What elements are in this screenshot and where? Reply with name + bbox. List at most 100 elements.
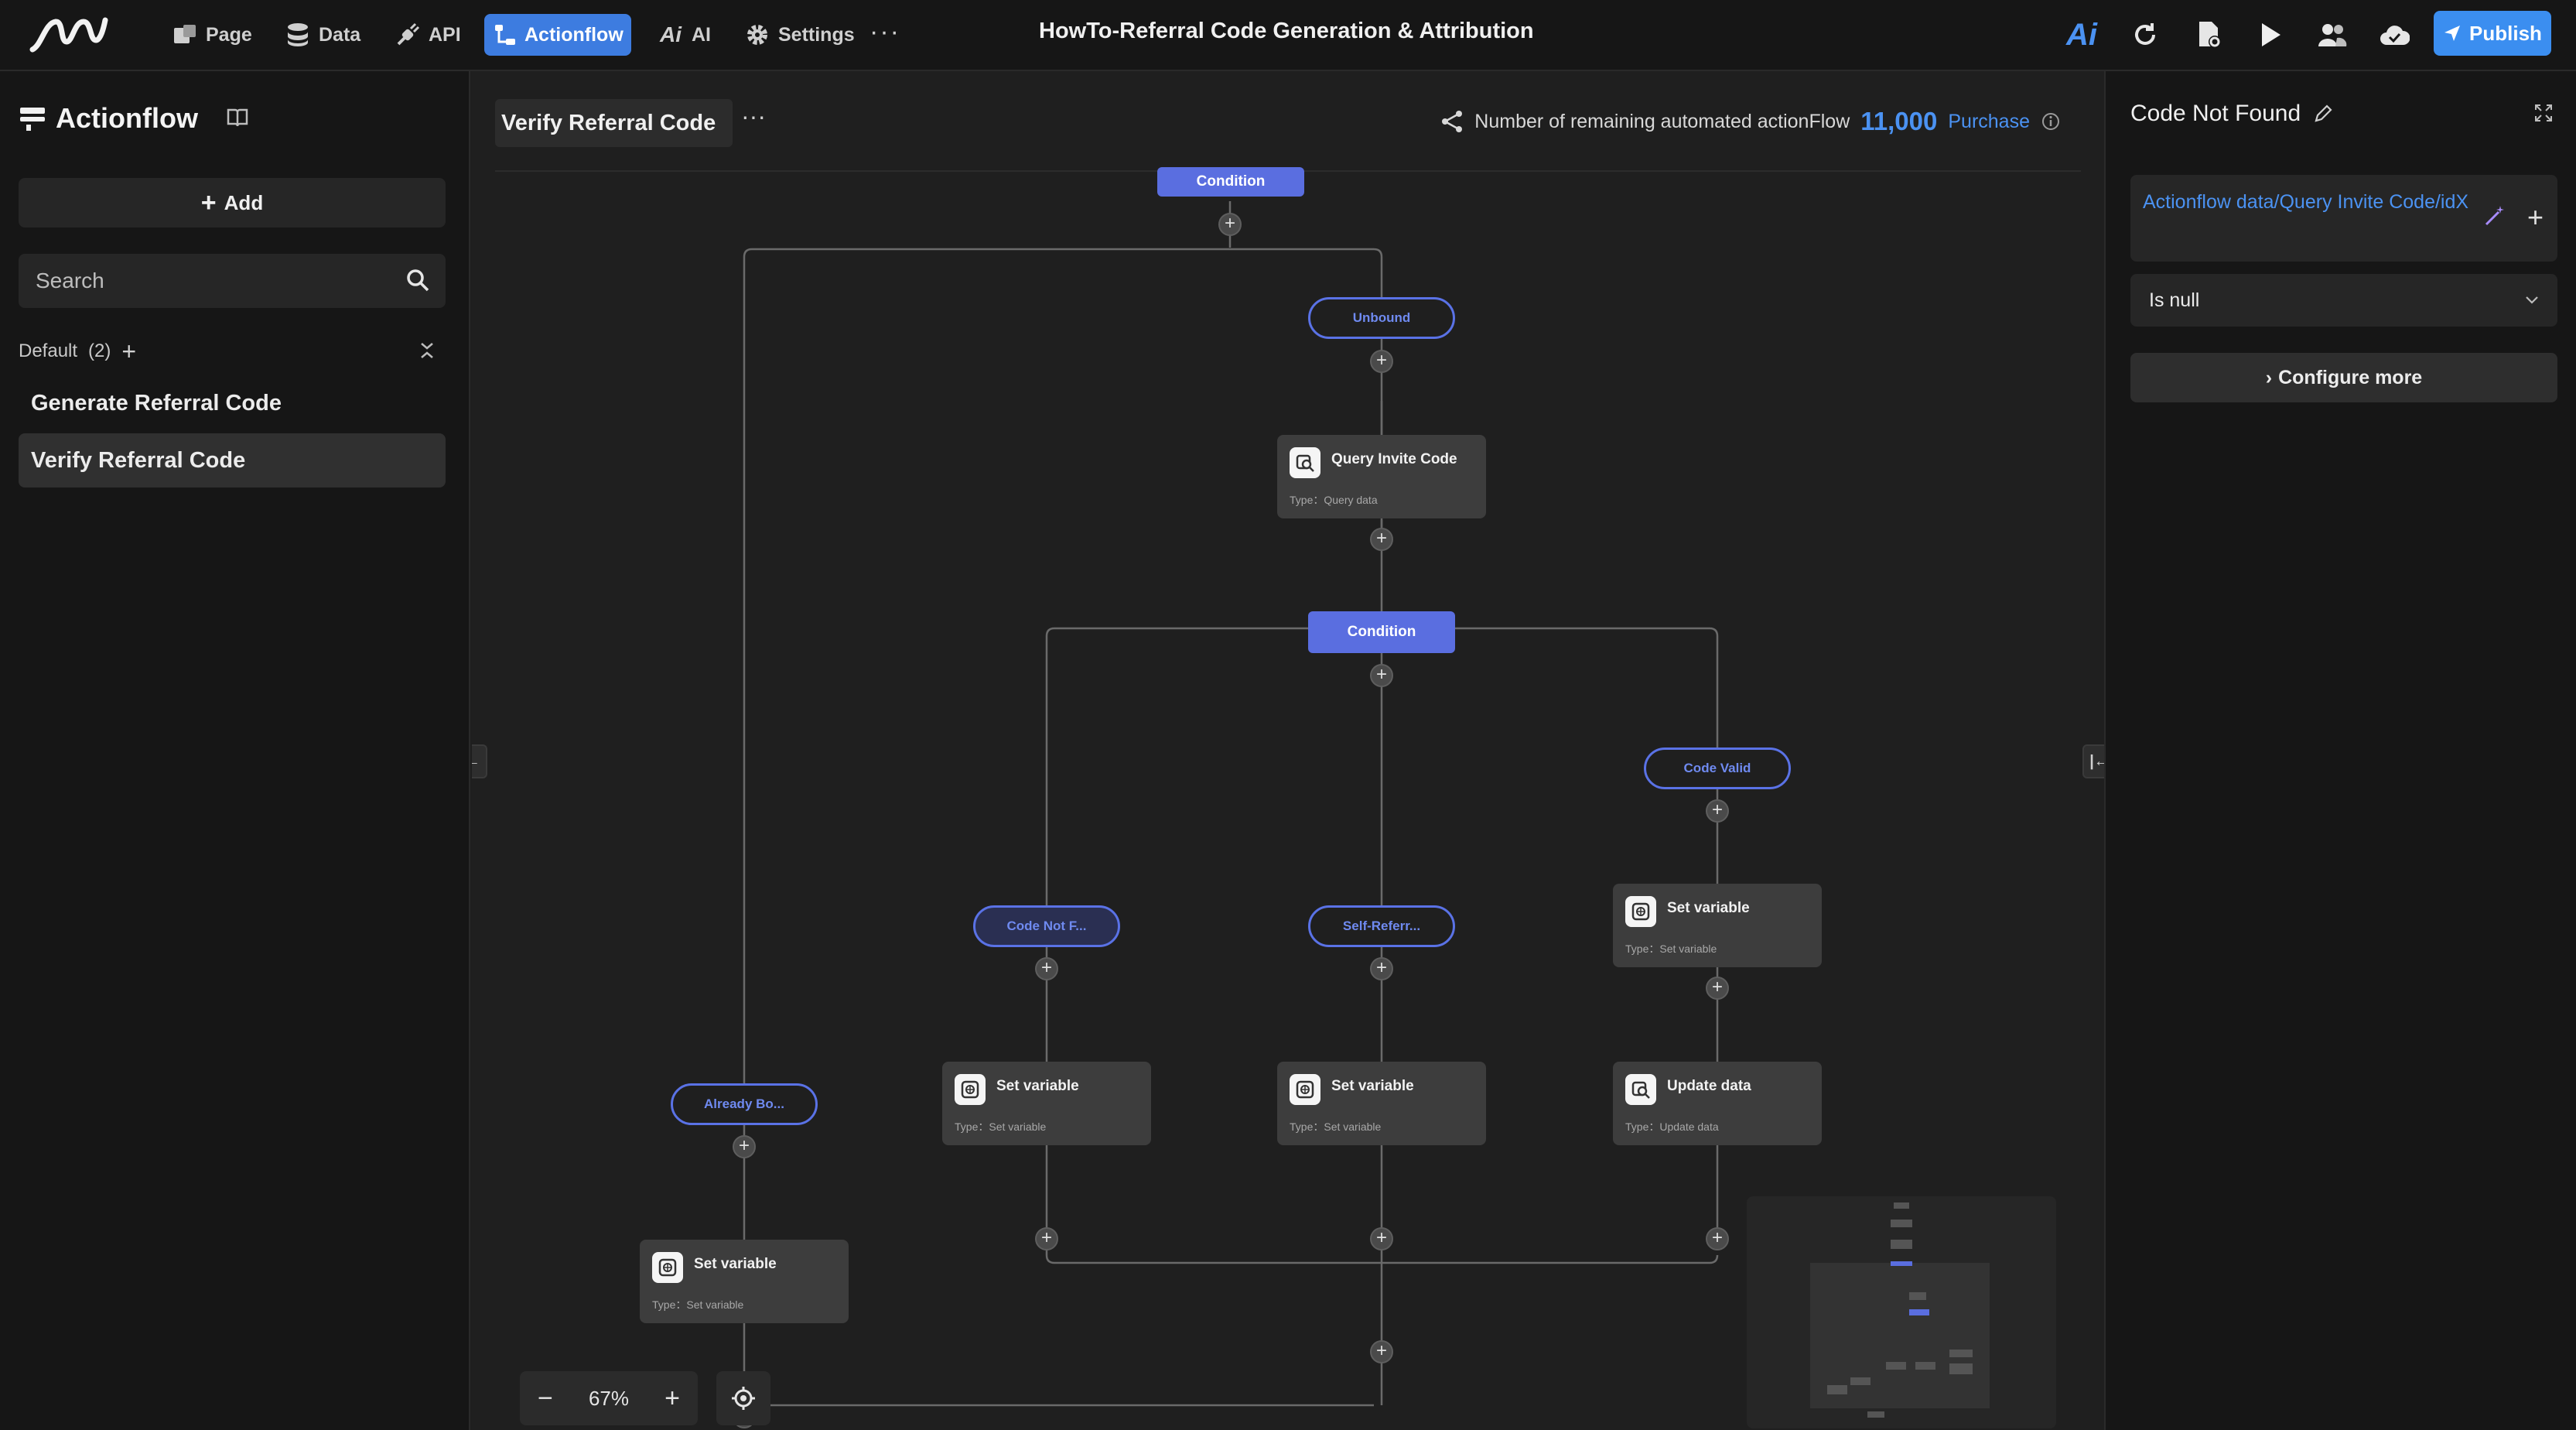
node-set-variable[interactable]: Set variable Type：Set variable xyxy=(1277,1062,1486,1145)
magic-wand-icon[interactable] xyxy=(2483,204,2506,231)
flow-item-verify-referral-code[interactable]: Verify Referral Code xyxy=(19,433,446,488)
locate-center-button[interactable] xyxy=(716,1371,770,1425)
info-icon[interactable] xyxy=(2041,111,2061,132)
ai-assistant-icon[interactable]: Ai xyxy=(2066,17,2097,52)
cloud-sync-icon[interactable] xyxy=(2376,17,2412,53)
flow-item-generate-referral-code[interactable]: Generate Referral Code xyxy=(19,376,446,430)
update-data-icon xyxy=(1625,1074,1656,1105)
nav-api-label: API xyxy=(429,23,461,46)
node-update-data[interactable]: Update data Type：Update data xyxy=(1613,1062,1822,1145)
docs-book-icon[interactable] xyxy=(226,107,249,132)
branch-already-bound[interactable]: Already Bo... xyxy=(671,1083,818,1125)
operator-select[interactable]: Is null xyxy=(2130,274,2557,327)
add-step-plus[interactable]: + xyxy=(1370,350,1393,373)
condition-field[interactable]: Actionflow data/Query Invite Code/idX + xyxy=(2130,175,2557,262)
condition-node[interactable]: Condition xyxy=(1308,611,1455,653)
configure-more-label: Configure more xyxy=(2278,366,2423,388)
minimap-block xyxy=(1827,1385,1847,1394)
operator-value: Is null xyxy=(2149,289,2200,311)
node-title: Set variable xyxy=(996,1078,1079,1094)
ai-icon: Ai xyxy=(660,22,682,46)
nav-settings[interactable]: Settings xyxy=(735,14,864,56)
sidebar-title: Actionflow xyxy=(20,102,198,135)
node-set-variable[interactable]: Set variable Type：Set variable xyxy=(1613,884,1822,967)
add-step-plus[interactable]: + xyxy=(1706,977,1729,1000)
collaborators-icon[interactable] xyxy=(2315,17,2350,53)
document-settings-icon[interactable] xyxy=(2191,17,2226,53)
zoom-control: − 67% + xyxy=(520,1371,698,1425)
minimap[interactable] xyxy=(1747,1196,2056,1428)
add-step-plus[interactable]: + xyxy=(1035,957,1058,980)
minimap-block xyxy=(1867,1411,1884,1418)
add-step-plus[interactable]: + xyxy=(1370,957,1393,980)
add-step-plus[interactable]: + xyxy=(1706,799,1729,823)
app-logo[interactable] xyxy=(28,11,108,57)
gear-icon xyxy=(744,22,770,48)
node-set-variable[interactable]: Set variable Type：Set variable xyxy=(942,1062,1151,1145)
purchase-link[interactable]: Purchase xyxy=(1948,110,2030,132)
add-step-plus[interactable]: + xyxy=(1035,1227,1058,1250)
nav-more-button[interactable]: ··· xyxy=(869,17,900,46)
actionflow-icon xyxy=(20,108,45,131)
publish-button[interactable]: Publish xyxy=(2434,11,2551,56)
branch-code-valid[interactable]: Code Valid xyxy=(1644,748,1791,789)
minimap-block xyxy=(1891,1220,1912,1227)
add-step-plus[interactable]: + xyxy=(1218,213,1242,236)
branch-code-not-found[interactable]: Code Not F... xyxy=(973,905,1120,947)
node-title: Set variable xyxy=(1667,900,1750,916)
current-flow-tab[interactable]: Verify Referral Code xyxy=(495,99,733,147)
branch-unbound[interactable]: Unbound xyxy=(1308,297,1455,339)
refresh-icon[interactable] xyxy=(2127,17,2163,53)
nav-page[interactable]: Page xyxy=(162,14,261,56)
actionflow-sidebar: Actionflow + Add Search Default (2) + Ge… xyxy=(0,71,470,1430)
zoom-out-button[interactable]: − xyxy=(538,1383,553,1413)
query-data-icon xyxy=(1290,447,1320,478)
collapse-left-panel-button[interactable]: |← xyxy=(472,744,487,778)
top-condition-node[interactable]: Condition xyxy=(1157,167,1304,197)
add-to-group-icon[interactable]: + xyxy=(121,337,137,365)
flow-tab-more-button[interactable]: ··· xyxy=(741,102,766,130)
collapse-right-panel-button[interactable]: |← xyxy=(2082,744,2104,778)
zoom-in-button[interactable]: + xyxy=(664,1383,680,1413)
nav-api[interactable]: API xyxy=(385,14,470,56)
node-query-invite-code[interactable]: Query Invite Code Type：Query data xyxy=(1277,435,1486,518)
add-step-plus[interactable]: + xyxy=(1706,1227,1729,1250)
minimap-viewport[interactable] xyxy=(1810,1263,1990,1408)
add-actionflow-button[interactable]: + Add xyxy=(19,178,446,228)
configure-more-button[interactable]: › Configure more xyxy=(2130,353,2557,402)
branch-self-referral[interactable]: Self-Referr... xyxy=(1308,905,1455,947)
nav-ai[interactable]: Ai AI xyxy=(648,14,720,56)
flow-group-default[interactable]: Default (2) + xyxy=(19,336,446,367)
remaining-label: Number of remaining automated actionFlow xyxy=(1474,110,1850,132)
search-input[interactable]: Search xyxy=(19,254,446,308)
plug-icon xyxy=(395,22,421,48)
node-type: Type：Set variable xyxy=(955,1120,1047,1133)
add-step-plus[interactable]: + xyxy=(1370,1227,1393,1250)
flow-icon xyxy=(494,22,517,48)
flow-canvas[interactable]: Verify Referral Code ··· Number of remai… xyxy=(472,71,2104,1430)
node-title: Query Invite Code xyxy=(1331,451,1457,467)
chevron-right-icon: › xyxy=(2265,366,2273,388)
preview-play-icon[interactable] xyxy=(2253,17,2288,53)
add-step-plus[interactable]: + xyxy=(1370,1340,1393,1363)
add-step-plus[interactable]: + xyxy=(1370,664,1393,687)
condition-path: Actionflow data/Query Invite Code/idX xyxy=(2143,191,2469,213)
nav-data[interactable]: Data xyxy=(275,14,370,56)
expand-icon[interactable] xyxy=(2533,102,2554,128)
send-icon xyxy=(2444,26,2461,41)
node-set-variable[interactable]: Set variable Type：Set variable xyxy=(640,1240,849,1323)
add-step-plus[interactable]: + xyxy=(1370,528,1393,551)
minimap-block xyxy=(1886,1362,1906,1370)
flow-item-label: Generate Referral Code xyxy=(31,390,282,416)
nav-settings-label: Settings xyxy=(778,23,855,46)
collapse-icon[interactable] xyxy=(418,340,436,366)
minimap-block xyxy=(1909,1309,1929,1315)
add-condition-icon[interactable]: + xyxy=(2526,201,2544,233)
node-config-panel: Code Not Found Actionflow data/Query Inv… xyxy=(2104,71,2576,1430)
nav-page-label: Page xyxy=(206,23,252,46)
add-step-plus[interactable]: + xyxy=(733,1135,756,1158)
globe-icon xyxy=(652,1252,683,1283)
nav-actionflow[interactable]: Actionflow xyxy=(484,14,631,56)
minimap-block xyxy=(1915,1362,1935,1370)
edit-pencil-icon[interactable] xyxy=(2313,104,2333,124)
